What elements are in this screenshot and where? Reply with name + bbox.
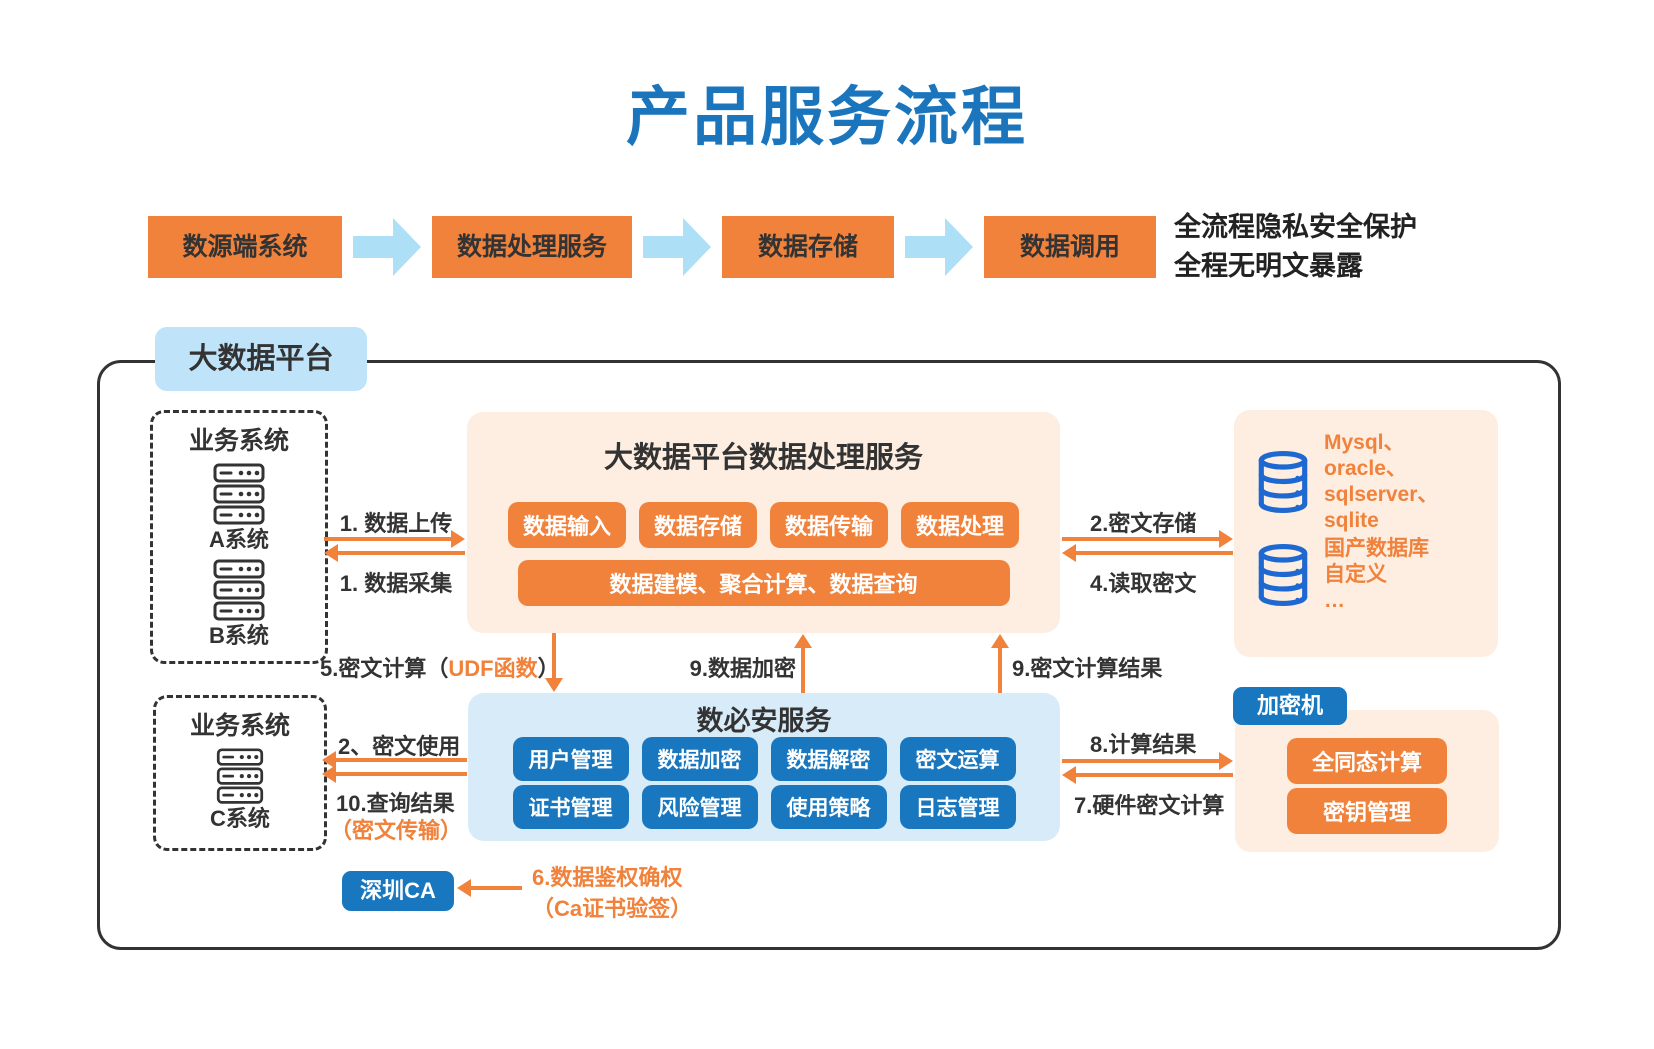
arrow-ca-auth [470,886,522,890]
label-cipher-store: 2.密文存储 [1090,511,1197,536]
security-service-title: 数必安服务 [696,706,832,736]
processing-pill-data-transfer: 数据传输 [770,502,889,548]
processing-pill-data-storage: 数据存储 [638,502,757,548]
platform-label: 大数据平台 [155,327,367,391]
arrow-cipher-use [335,758,467,762]
flow-step-processing: 数据处理服务 [432,216,632,278]
arrow-data-collect [337,551,465,555]
processing-service-box: 大数据平台数据处理服务 数据输入 数据存储 数据传输 数据处理 数据建模、聚合计… [467,412,1060,633]
label-ca-auth-line2: （Ca证书验签） [532,896,693,921]
security-pill-log-mgmt: 日志管理 [899,785,1016,829]
server-icon [213,463,265,525]
label-data-collect: 1. 数据采集 [339,571,453,596]
business-systems-box-ab: 业务系统 A系统 B系统 [150,410,328,664]
arrow-cipher-compute-down [552,633,556,679]
flow-arrow-icon [639,216,715,278]
business-systems-title: 业务系统 [189,712,290,740]
arrow-data-encrypt-up [801,647,805,693]
arrow-data-upload [324,537,452,541]
label-cipher-transfer: （密文传输） [330,818,463,843]
flow-step-invoke: 数据调用 [984,216,1156,278]
arrow-read-cipher [1075,551,1233,555]
arrow-cipher-result-up [998,647,1002,693]
hsm-pill-key-mgmt: 密钥管理 [1287,788,1447,834]
security-pill-risk-mgmt: 风险管理 [641,785,758,829]
label-compute-result: 8.计算结果 [1090,732,1197,757]
arrow-query-result [335,772,467,776]
label-read-cipher: 4.读取密文 [1090,571,1197,596]
processing-pill-data-process: 数据处理 [901,502,1020,548]
label-data-upload: 1. 数据上传 [339,511,453,536]
processing-service-title: 大数据平台数据处理服务 [603,442,923,474]
database-list-commercial: Mysql、 oracle、 sqlserver、 sqlite [1324,431,1439,532]
top-flow-row: 数源端系统 数据处理服务 数据存储 数据调用 全流程隐私安全保护 全程无明文暴露 [148,208,1417,286]
arrow-compute-result [1062,759,1220,763]
shenzhen-ca-box: 深圳CA [342,871,454,911]
flow-note-line2: 全程无明文暴露 [1174,251,1363,281]
flow-arrow-icon [349,216,425,278]
label-ca-auth-line1: 6.数据鉴权确权 [532,865,683,890]
label-data-encrypt: 9.数据加密 [689,656,796,681]
security-pill-usage-policy: 使用策略 [770,785,887,829]
security-pill-data-decrypt: 数据解密 [770,737,887,781]
server-icon [213,559,265,621]
label-hardware-cipher-compute: 7.硬件密文计算 [1074,793,1225,818]
database-list-domestic: 国产数据库 自定义 … [1324,537,1429,612]
arrow-cipher-store [1062,537,1220,541]
page-title: 产品服务流程 [626,81,1028,153]
hsm-box: 全同态计算 密钥管理 [1235,710,1499,852]
system-a-label: A系统 [209,527,269,552]
database-box: Mysql、 oracle、 sqlserver、 sqlite 国产数据库 自… [1234,410,1498,657]
processing-modeling-bar: 数据建模、聚合计算、数据查询 [517,560,1010,606]
security-pill-cipher-compute: 密文运算 [899,737,1016,781]
label-query-result: 10.查询结果 [336,791,455,816]
hsm-pill-homomorphic: 全同态计算 [1287,738,1447,784]
flow-step-storage: 数据存储 [722,216,894,278]
security-pill-data-encrypt: 数据加密 [641,737,758,781]
database-icon [1258,544,1308,606]
processing-pill-row: 数据输入 数据存储 数据传输 数据处理 [467,502,1060,548]
business-systems-box-c: 业务系统 C系统 [153,695,327,851]
flow-security-note: 全流程隐私安全保护 全程无明文暴露 [1174,208,1417,286]
processing-pill-data-input: 数据输入 [507,502,626,548]
system-b-label: B系统 [209,623,269,648]
label-cipher-compute-result: 9.密文计算结果 [1012,656,1163,681]
database-group-domestic: 国产数据库 自定义 … [1256,536,1429,614]
arrow-hardware-compute [1075,773,1233,777]
database-icon [1258,451,1308,513]
security-pill-row1: 用户管理 数据加密 数据解密 密文运算 [468,737,1060,781]
security-pill-user-mgmt: 用户管理 [512,737,629,781]
system-c-label: C系统 [210,806,270,831]
server-icon [216,748,264,804]
hsm-label: 加密机 [1233,687,1347,725]
flow-step-source-system: 数源端系统 [148,216,342,278]
security-service-box: 数必安服务 用户管理 数据加密 数据解密 密文运算 证书管理 风险管理 使用策略… [468,693,1060,841]
database-group-commercial: Mysql、 oracle、 sqlserver、 sqlite [1256,430,1438,534]
label-cipher-use: 2、密文使用 [338,734,461,759]
business-systems-title: 业务系统 [188,427,289,455]
flow-note-line1: 全流程隐私安全保护 [1174,212,1417,242]
security-pill-row2: 证书管理 风险管理 使用策略 日志管理 [468,785,1060,829]
flow-arrow-icon [901,216,977,278]
security-pill-cert-mgmt: 证书管理 [512,785,629,829]
label-cipher-compute-udf: 5.密文计算（UDF函数） [320,656,560,681]
